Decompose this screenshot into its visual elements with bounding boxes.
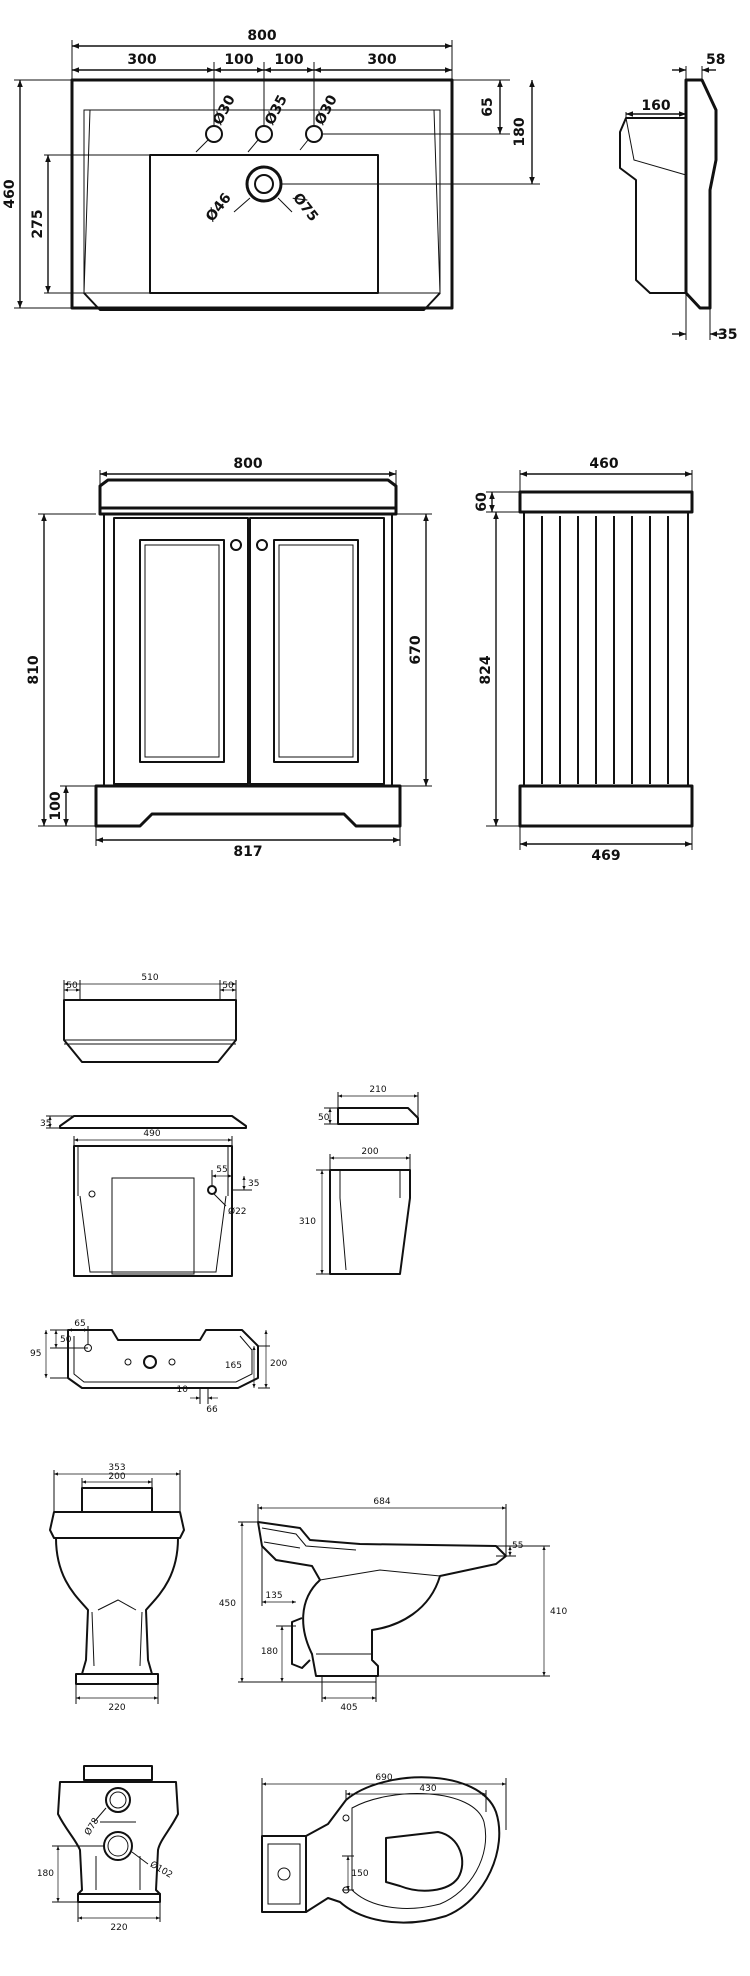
wc-side-inlet-drop-label: 135	[265, 1591, 282, 1601]
vanity-side-base-label: 469	[591, 848, 620, 864]
wc-side-height-label: 450	[219, 1599, 236, 1609]
wc-plan-offset-label: 150	[351, 1869, 368, 1879]
cistern-lid-edge-right-label: 50	[222, 981, 234, 991]
cistern-plan-hole-y-label: 50	[60, 1335, 72, 1345]
wc-side-length-label: 684	[373, 1497, 390, 1507]
wc-front-foot-label: 220	[108, 1703, 125, 1713]
wc-rear-outlet-label: Ø102	[148, 1859, 175, 1881]
cistern-side-lid-thickness-label: 50	[318, 1113, 330, 1123]
wc-side-view: 684 55 450 410 135 180 405	[219, 1497, 568, 1713]
vanity-side-top-label: 60	[474, 492, 490, 512]
cistern-lid-front: 510 50 50	[63, 973, 237, 1063]
vanity-height-label: 810	[26, 655, 42, 684]
vanity-base-width-label: 817	[233, 844, 262, 860]
cistern-lid-plan: 35	[40, 1115, 247, 1129]
cistern-plan-hole-x-label: 65	[74, 1319, 85, 1329]
cistern-side-lid-depth-label: 210	[369, 1085, 386, 1095]
wc-side-rim-label: 55	[512, 1541, 523, 1551]
wc-rear-foot-label: 220	[110, 1923, 127, 1933]
cistern-side: 210 50 200 310	[299, 1085, 419, 1275]
cistern-plan: 65 50 95 165 200 10 66	[30, 1319, 287, 1415]
cistern-lid-thickness-label: 35	[40, 1119, 51, 1129]
wc-side-outlet-height-label: 410	[550, 1607, 567, 1617]
cistern-plan-hole-y2-label: 95	[30, 1349, 41, 1359]
cistern-lever-offset-label: 55	[216, 1165, 227, 1175]
tap-offset-label: 65	[480, 97, 496, 116]
vanity-plinth-label: 100	[48, 791, 64, 820]
cistern-plan-depth-label: 200	[270, 1359, 287, 1369]
basin-seg-left-label: 300	[127, 52, 156, 68]
wc-rear-inlet-label: Ø78	[82, 1816, 101, 1838]
basin-side-view: 58 160 35	[619, 52, 737, 343]
basin-bowl-depth-label: 275	[30, 209, 46, 238]
wc-front-inlet-label: 200	[108, 1472, 125, 1482]
wc-side-foot-label: 405	[340, 1703, 357, 1713]
vanity-front-view: 800 810 100 670 817	[26, 456, 432, 860]
cistern-body-width-label: 490	[143, 1129, 160, 1139]
cistern-lever-hole-label: Ø22	[228, 1206, 247, 1217]
wc-plan-length-label: 690	[375, 1773, 392, 1783]
basin-seg-mid-right-label: 100	[274, 52, 303, 68]
cistern-lid-edge-left-label: 50	[66, 981, 78, 991]
vanity-top-width-label: 800	[233, 456, 262, 472]
wc-plan-view: 690 430 150	[261, 1773, 507, 1924]
basin-side-base-label: 35	[718, 327, 737, 343]
wc-rear-outlet-height-label: 180	[37, 1869, 54, 1879]
cistern-side-depth-label: 200	[361, 1147, 378, 1157]
wc-side-outlet-pos-label: 180	[261, 1647, 278, 1657]
wc-rear-view: Ø78 Ø102 180 220	[37, 1765, 179, 1933]
wc-front-width-label: 353	[108, 1463, 125, 1473]
cistern-lid-width-label: 510	[141, 973, 158, 983]
waste-outer-label: Ø75	[289, 190, 321, 225]
basin-side-top-label: 58	[706, 52, 725, 68]
vanity-side-depth-label: 460	[589, 456, 618, 472]
cistern-plan-dim-a-label: 10	[177, 1385, 189, 1395]
cistern-plan-dim-b-label: 66	[206, 1405, 218, 1415]
vanity-door-height-label: 670	[408, 635, 424, 664]
vanity-side-view: 460 60 824 469	[474, 456, 694, 864]
basin-depth-label: 460	[2, 179, 18, 208]
basin-side-projection-label: 160	[641, 98, 670, 114]
cistern-plan-inner-depth-label: 165	[225, 1361, 242, 1371]
basin-width-label: 800	[247, 28, 276, 44]
waste-inner-label: Ø46	[203, 190, 235, 225]
waste-offset-label: 180	[512, 117, 528, 146]
basin-seg-mid-left-label: 100	[224, 52, 253, 68]
cistern-side-height-label: 310	[299, 1217, 316, 1227]
wc-front-view: 353 200 220	[49, 1463, 185, 1713]
wc-plan-bowl-label: 430	[419, 1784, 436, 1794]
cistern-lever-drop-label: 35	[248, 1179, 259, 1189]
vanity-side-height-label: 824	[478, 655, 494, 684]
basin-seg-right-label: 300	[367, 52, 396, 68]
cistern-body-front: 490 55 35 Ø22	[73, 1129, 259, 1277]
basin-top-view: 800 300 100 100 300 460 275 65 180 Ø30 Ø…	[2, 28, 540, 311]
